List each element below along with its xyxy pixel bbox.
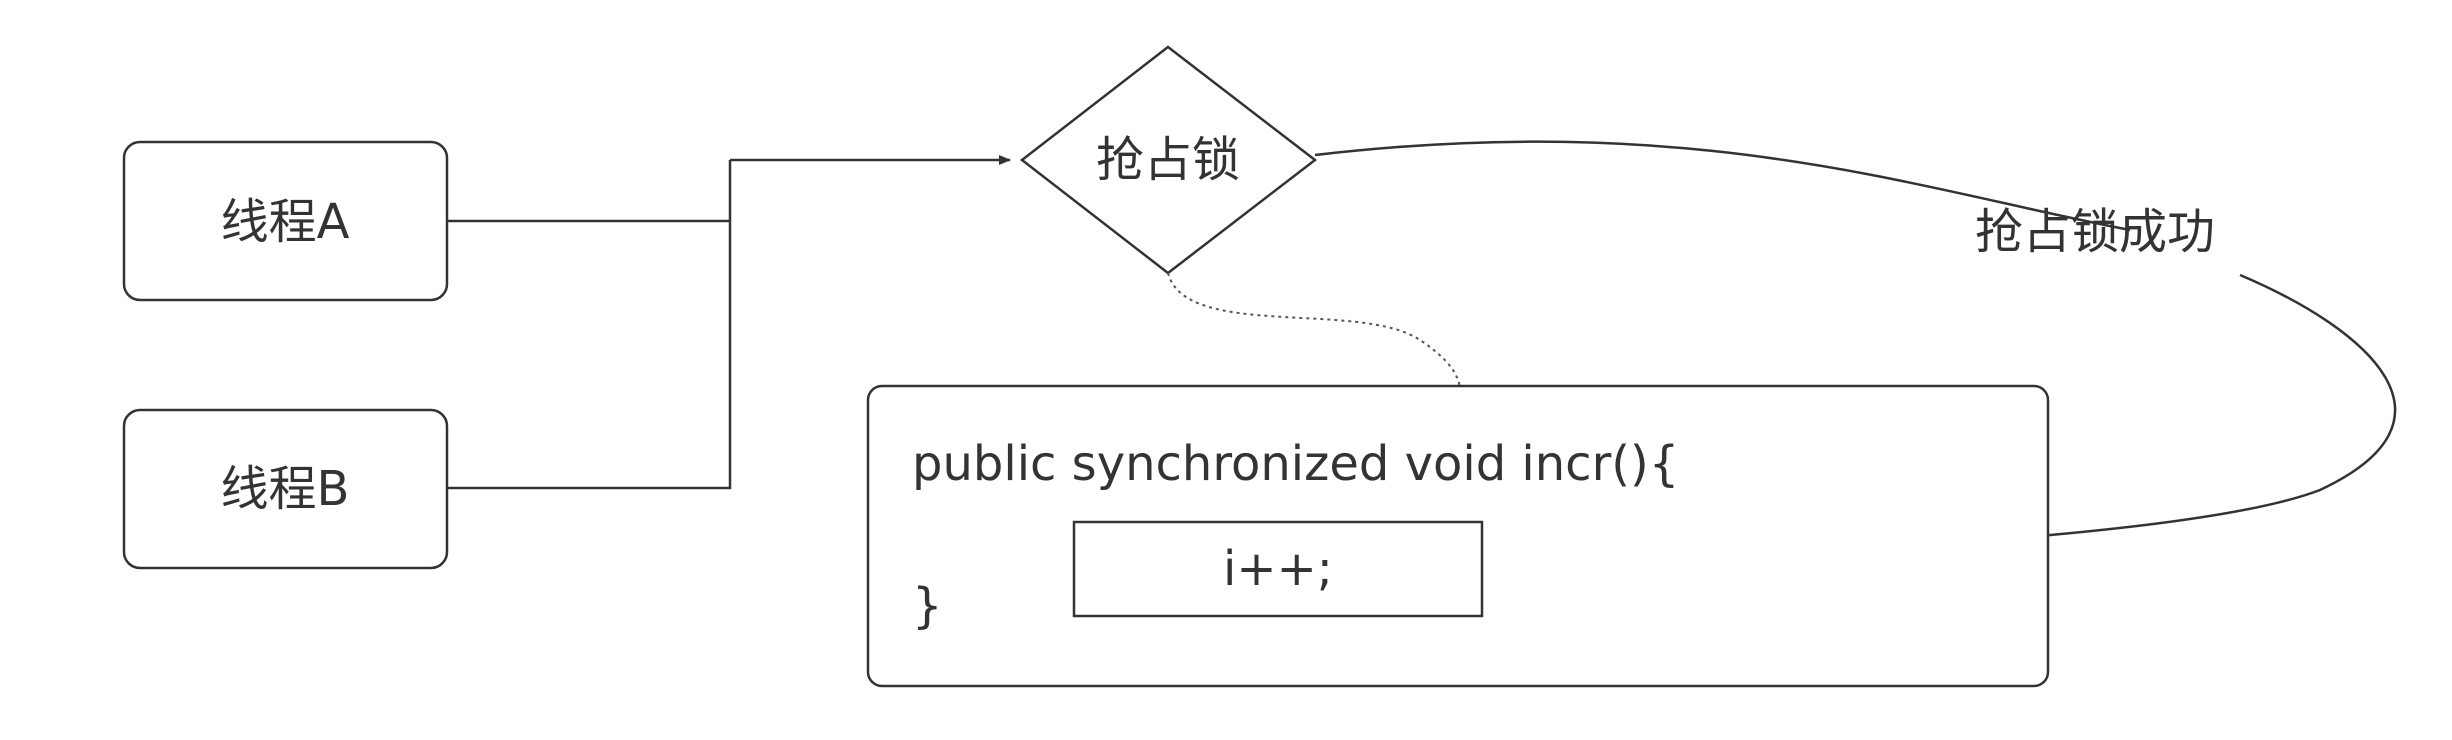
increment-statement-node[interactable]: i++; — [1072, 520, 1484, 618]
thread-a-node[interactable]: 线程A — [122, 140, 449, 302]
thread-b-node[interactable]: 线程B — [122, 408, 449, 570]
thread-b-label: 线程B — [221, 461, 350, 517]
thread-a-label: 线程A — [221, 194, 350, 250]
lock-success-label: 抢占锁成功 — [1975, 204, 2215, 260]
decision-to-code-dotted-link — [1167, 272, 1461, 389]
code-footer-text: } — [912, 578, 943, 634]
code-header-text: public synchronized void incr(){ — [912, 436, 1679, 492]
lock-decision-node[interactable]: 抢占锁 — [1019, 45, 1318, 275]
increment-statement-label: i++; — [1223, 541, 1333, 597]
thread-b-connector — [447, 160, 732, 490]
lock-decision-label: 抢占锁 — [1096, 132, 1240, 188]
